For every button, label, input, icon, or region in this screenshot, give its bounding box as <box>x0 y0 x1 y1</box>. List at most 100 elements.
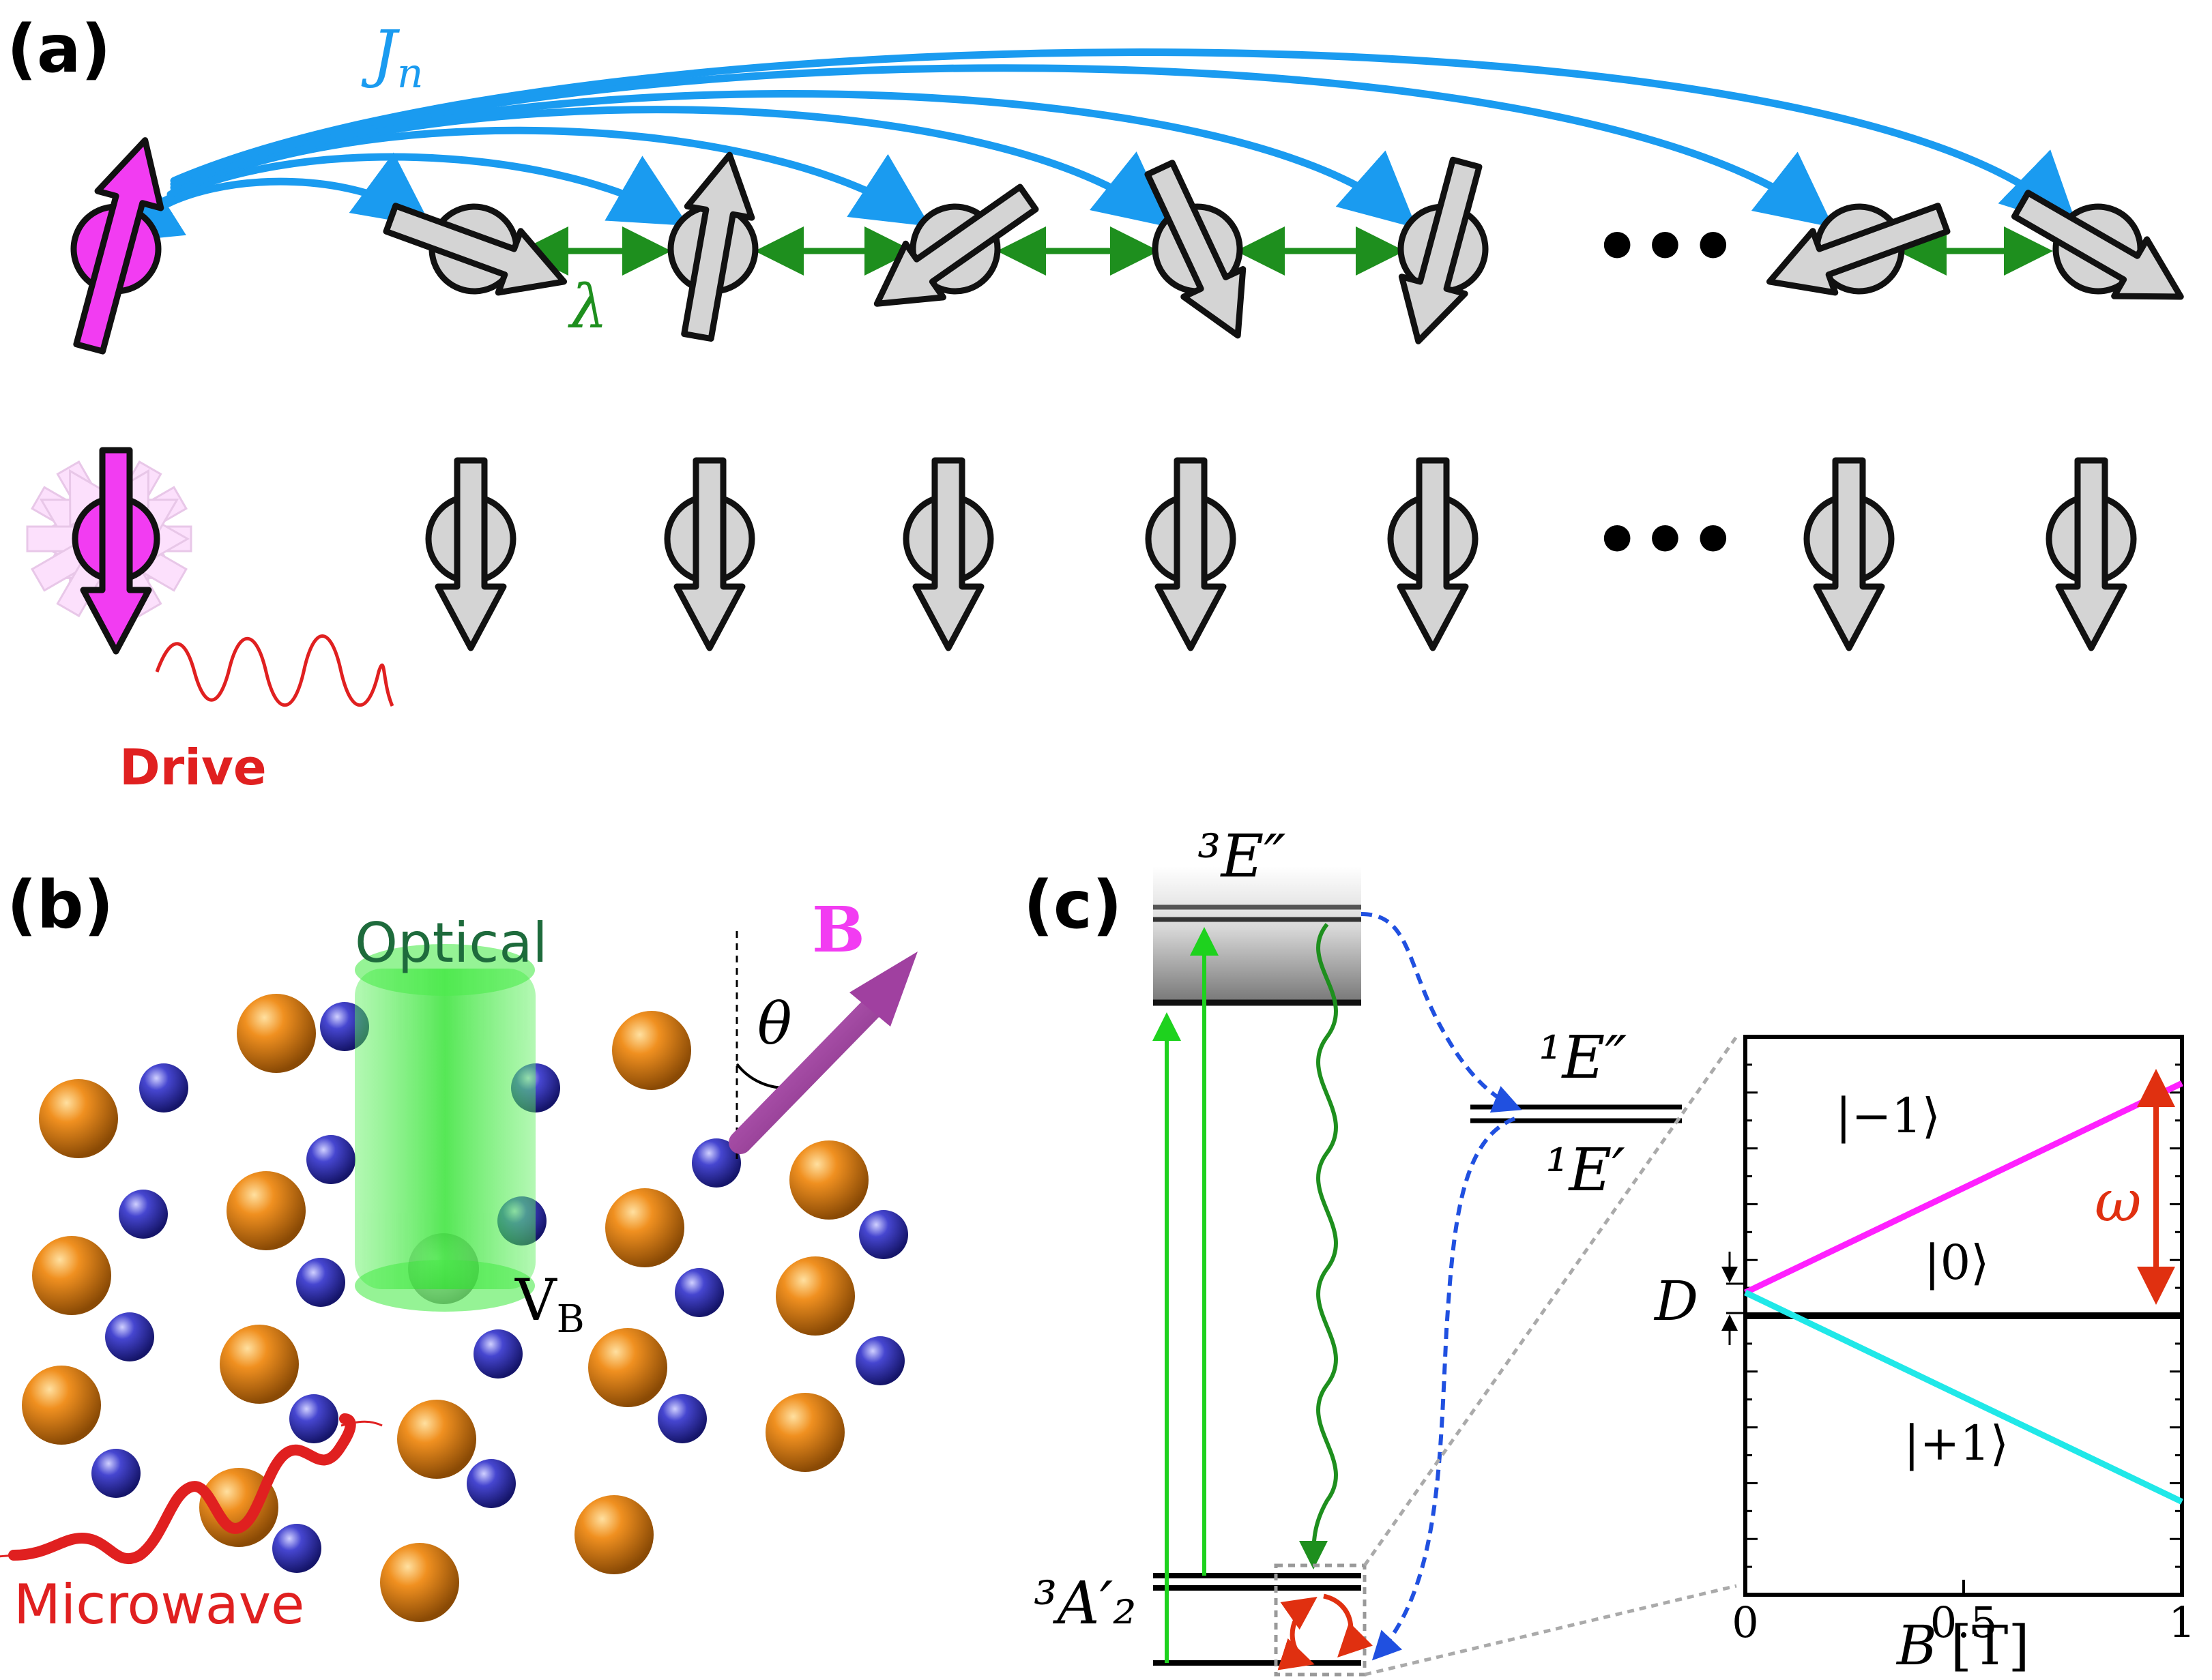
spin-arrow-icon <box>681 151 755 342</box>
coupling-jn-label: Jn <box>361 17 424 98</box>
x-tick-label: 0.5 <box>1930 1597 1998 1647</box>
atom-sphere-icon <box>675 1268 724 1317</box>
lattice-atoms <box>22 994 908 1622</box>
panel-c-label: (c) <box>1023 867 1122 943</box>
polarized-spin-7 <box>2046 457 2137 651</box>
x-axis-label: B[T] <box>1895 1614 2030 1677</box>
spin-arrow-icon <box>383 203 568 296</box>
spin-arrow-icon <box>912 457 985 651</box>
atom-sphere-icon <box>306 1135 355 1184</box>
theta-arc <box>736 1063 784 1089</box>
atom-sphere-icon <box>296 1258 345 1307</box>
polarized-spin-6 <box>1803 457 1895 651</box>
polarized-spin-5 <box>1387 457 1479 651</box>
spin-arrow-icon <box>435 457 507 651</box>
field-label: B <box>812 893 865 967</box>
coupling-arrow-2 <box>160 153 689 226</box>
isc-path-1 <box>1360 912 1522 1113</box>
atom-sphere-icon <box>766 1393 845 1472</box>
bath-spin-4 <box>1144 160 1247 339</box>
atom-sphere-icon <box>105 1312 154 1361</box>
polarized-spin-2 <box>664 457 755 651</box>
atom-sphere-icon <box>789 1140 869 1220</box>
microwave-label: Microwave <box>14 1573 304 1636</box>
polarized-spin-3 <box>903 457 994 651</box>
spin-arrow-icon <box>1398 156 1483 344</box>
series-line-3 <box>1744 1289 2183 1505</box>
atom-sphere-icon <box>199 1468 278 1547</box>
atom-sphere-icon <box>289 1394 338 1443</box>
atom-sphere-icon <box>91 1449 141 1498</box>
atom-sphere-icon <box>658 1394 707 1443</box>
optical-beam <box>355 944 536 1312</box>
wavy-drive-icon <box>155 634 394 707</box>
atom-sphere-icon <box>380 1543 459 1622</box>
spin-arrow-icon <box>73 137 164 355</box>
x-tick-label: 0 <box>1732 1597 1758 1647</box>
state-zero-label: |0⟩ <box>1924 1235 1989 1291</box>
atom-sphere-icon <box>859 1210 908 1259</box>
spin-arrow-icon <box>2055 457 2127 651</box>
atom-sphere-icon <box>119 1190 168 1239</box>
optical-label: Optical <box>355 911 548 975</box>
isc-path-2 <box>1371 1117 1516 1661</box>
coupling-arrow-7 <box>170 48 2078 229</box>
series-line-1 <box>1744 1080 2183 1295</box>
spin-arrow-icon <box>1154 457 1227 651</box>
drive-label: Drive <box>119 739 267 796</box>
panel-a-label: (a) <box>7 11 111 87</box>
bath-spin-3 <box>873 183 1039 307</box>
atom-sphere-icon <box>612 1011 691 1090</box>
panel-b-label: (b) <box>7 867 113 943</box>
atom-sphere-icon <box>237 994 316 1073</box>
state-plus-label: |+1⟩ <box>1904 1415 2009 1471</box>
spin-arrow-icon <box>2011 190 2184 300</box>
bath-spin-1 <box>383 203 568 296</box>
spin-arrow-icon <box>1813 457 1885 651</box>
state-minus-label: |−1⟩ <box>1835 1088 1940 1144</box>
vb-label: VB <box>514 1267 585 1342</box>
spin-flip-arrows <box>1277 1596 1318 1670</box>
bath-spin-6 <box>1766 203 1951 296</box>
spin-arrow-icon <box>873 183 1039 307</box>
coupling-arrow-6 <box>170 64 1834 228</box>
ellipsis-top: ••• <box>1593 203 1737 291</box>
nn-lambda-label: λ <box>568 271 608 342</box>
atom-sphere-icon <box>776 1256 855 1336</box>
excited-triplet-label: ³E″ <box>1197 823 1285 891</box>
central-spin-driven <box>72 447 160 655</box>
atom-sphere-icon <box>588 1328 667 1407</box>
singlet-upper-label: ¹E″ <box>1539 1024 1627 1092</box>
wavy-microwave-icon <box>8 1413 356 1565</box>
atom-sphere-icon <box>467 1459 516 1508</box>
spin-arrow-icon <box>1144 160 1247 339</box>
ellipsis-bottom: ••• <box>1593 497 1737 584</box>
atom-sphere-icon <box>39 1079 118 1158</box>
panel-c: (c) ³E″ ¹E″ ¹E′ ³A′₂ <box>1023 823 2196 1677</box>
spin-arrow-icon <box>80 447 152 655</box>
top-spin-row <box>70 137 2184 355</box>
polarized-spin-1 <box>425 457 516 651</box>
atom-sphere-icon <box>272 1524 321 1573</box>
atom-sphere-icon <box>474 1329 523 1379</box>
singlet-lower-label: ¹E′ <box>1545 1136 1625 1205</box>
atom-sphere-icon <box>692 1138 741 1188</box>
long-range-couplings <box>102 48 2078 244</box>
panel-a: (a) Jn λ <box>7 11 2184 796</box>
spin-arrow-icon <box>673 457 746 651</box>
emission-wave <box>1299 923 1338 1570</box>
atom-sphere-icon <box>227 1171 306 1250</box>
bath-spin-2 <box>667 151 759 342</box>
x-tick-label: 1 <box>2168 1597 2195 1647</box>
series-layer <box>1744 1080 2183 1505</box>
atom-sphere-icon <box>139 1063 188 1112</box>
atom-sphere-icon <box>220 1325 299 1404</box>
coupling-arrow-1 <box>102 152 432 244</box>
spin-arrow-icon <box>1397 457 1469 651</box>
atom-sphere-icon <box>32 1236 111 1315</box>
atom-sphere-icon <box>856 1336 905 1385</box>
bath-spin-7 <box>2011 190 2184 300</box>
